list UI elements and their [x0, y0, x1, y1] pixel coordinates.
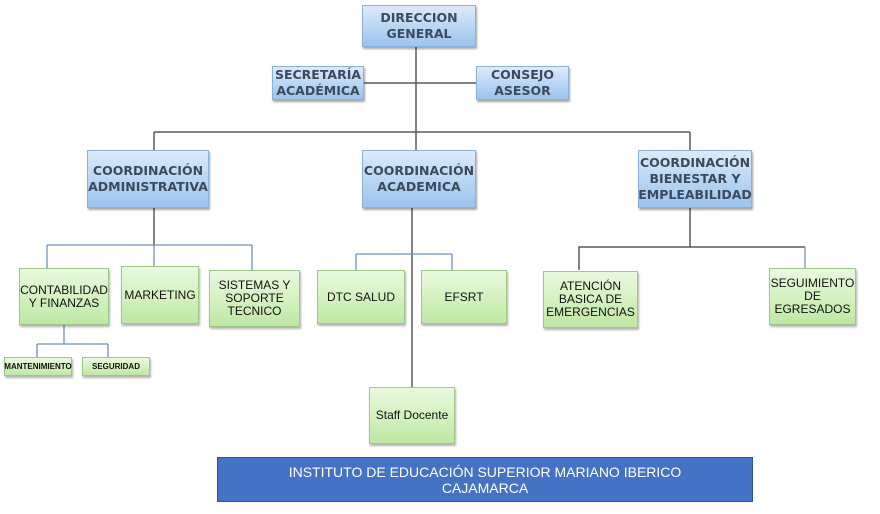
box-atencion-emergencias[interactable]: ATENCIÓN BASICA DE EMERGENCIAS: [543, 271, 638, 328]
box-sistemas-soporte[interactable]: SISTEMAS Y SOPORTE TECNICO: [209, 270, 300, 327]
box-label: ATENCIÓN BASICA DE EMERGENCIAS: [546, 279, 635, 319]
box-seguimiento-egresados[interactable]: SEGUIMIENTO DE EGRESADOS: [769, 268, 856, 325]
box-coordinacion-administrativa[interactable]: COORDINACIÓN ADMINISTRATIVA: [87, 150, 209, 208]
box-label: EFSRT: [444, 289, 484, 304]
box-label: SEGURIDAD: [91, 362, 140, 371]
box-coordinacion-bienestar[interactable]: COORDINACIÓN BIENESTAR Y EMPLEABILIDAD: [638, 150, 752, 208]
box-marketing[interactable]: MARKETING: [121, 266, 199, 324]
box-label: DIRECCION GENERAL: [380, 10, 458, 41]
box-label: CONSEJO ASESOR: [490, 67, 555, 98]
connector-bienestar: [578, 208, 805, 270]
box-seguridad[interactable]: SEGURIDAD: [82, 357, 150, 376]
box-label: DTC SALUD: [326, 289, 395, 304]
box-label: COORDINACIÓN ADMINISTRATIVA: [88, 163, 208, 194]
connector-academica-units: [355, 253, 453, 270]
box-label: SISTEMAS Y SOPORTE TECNICO: [218, 278, 291, 318]
box-consejo-asesor[interactable]: CONSEJO ASESOR: [476, 66, 569, 100]
box-label: CONTABILIDAD Y FINANZAS: [20, 282, 108, 310]
box-label: SEGUIMIENTO DE EGRESADOS: [770, 276, 855, 316]
connector-coord-bus: [153, 131, 691, 150]
box-label: COORDINACIÓN BIENESTAR Y EMPLEABILIDAD: [638, 155, 752, 202]
banner-line-1: INSTITUTO DE EDUCACIÓN SUPERIOR MARIANO …: [288, 463, 682, 480]
connector-admin-units: [46, 244, 253, 270]
box-mantenimiento[interactable]: MANTENIMIENTO: [4, 357, 72, 376]
box-secretaria-academica[interactable]: SECRETARÍA ACADÉMICA: [272, 66, 364, 100]
box-dtc-salud[interactable]: DTC SALUD: [317, 270, 405, 324]
box-direccion-general[interactable]: DIRECCION GENERAL: [362, 5, 476, 47]
box-staff-docente[interactable]: Staff Docente: [369, 387, 455, 444]
connector-contabilidad-subunits: [36, 325, 109, 357]
box-contabilidad-finanzas[interactable]: CONTABILIDAD Y FINANZAS: [19, 268, 109, 325]
box-label: MARKETING: [124, 287, 196, 302]
box-label: COORDINACIÓN ACADEMICA: [363, 163, 475, 194]
box-label: MANTENIMIENTO: [4, 362, 72, 371]
box-coordinacion-academica[interactable]: COORDINACIÓN ACADEMICA: [362, 150, 476, 208]
institution-banner: INSTITUTO DE EDUCACIÓN SUPERIOR MARIANO …: [217, 457, 753, 502]
banner-line-2: CAJAMARCA: [441, 479, 529, 496]
box-efsrt[interactable]: EFSRT: [421, 270, 507, 324]
box-label: Staff Docente: [375, 408, 449, 422]
box-label: SECRETARÍA ACADÉMICA: [274, 67, 362, 98]
